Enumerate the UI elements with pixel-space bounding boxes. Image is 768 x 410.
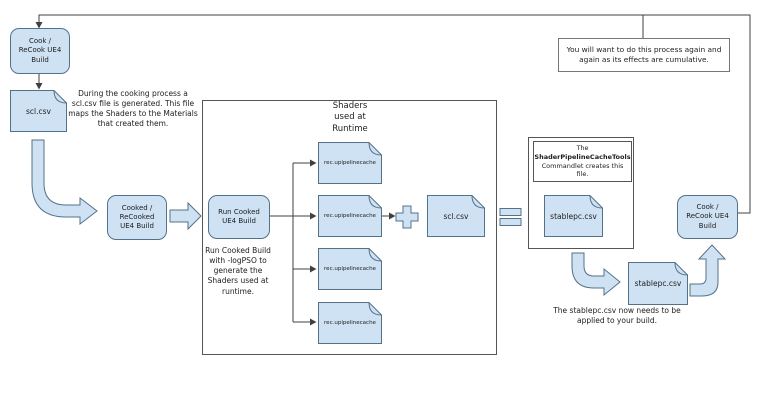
node-label: Cooked / ReCooked UE4 Build <box>119 203 155 231</box>
flow-arrow-frame-to-stablepc <box>571 252 621 297</box>
doc-label: rec.upipelinecache <box>324 160 376 166</box>
doc-label: rec.upipelinecache <box>324 266 376 272</box>
cooking-process-note: During the cooking process a scl.csv fil… <box>68 89 198 129</box>
doc-scl-csv-2: scl.csv <box>427 195 485 237</box>
document-shape <box>318 195 382 237</box>
doc-rec-upipelinecache-3: rec.upipelinecache <box>318 248 382 290</box>
node-label: Cook / ReCook UE4 Build <box>18 37 62 64</box>
node-run-cooked: Run Cooked UE4 Build <box>208 195 270 239</box>
doc-stablepc-csv-inner: stablepc.csv <box>544 195 603 237</box>
cumulative-note-box: You will want to do this process again a… <box>558 38 730 72</box>
flow-arrow-cooked-to-run <box>169 201 202 231</box>
apply-stablepc-note: The stablepc.csv now needs to be applied… <box>553 306 681 326</box>
node-cook-recook-right: Cook / ReCook UE4 Build <box>677 195 738 239</box>
document-shape <box>10 90 67 132</box>
note-line: The <box>576 144 589 153</box>
shaders-runtime-title: Shaders used at Runtime <box>332 101 368 134</box>
doc-label: scl.csv <box>26 106 51 116</box>
doc-stablepc-csv-outer: stablepc.csv <box>628 262 688 305</box>
note-bold: ShaderPipelineCacheTools <box>534 152 631 161</box>
cumulative-note-text: You will want to do this process again a… <box>566 44 722 64</box>
note-rest: Commandlet creates this file. <box>541 161 624 179</box>
flow-arrow-stablepc-to-cook <box>689 244 727 297</box>
document-shape <box>628 262 688 305</box>
document-shape <box>544 195 603 237</box>
flow-arrow-scl-to-cooked <box>31 139 98 226</box>
document-shape <box>318 302 382 344</box>
run-cooked-note: Run Cooked Build with -logPSO to generat… <box>205 246 271 296</box>
doc-label: scl.csv <box>443 211 469 221</box>
node-cook-recook-left: Cook / ReCook UE4 Build <box>10 28 70 74</box>
doc-label: stablepc.csv <box>634 279 682 288</box>
node-cooked-recooked: Cooked / ReCooked UE4 Build <box>107 195 167 240</box>
node-label: Run Cooked UE4 Build <box>218 207 260 225</box>
doc-label: rec.upipelinecache <box>324 213 376 219</box>
equals-icon <box>499 208 522 226</box>
document-shape <box>427 195 485 237</box>
doc-rec-upipelinecache-2: rec.upipelinecache <box>318 195 382 237</box>
shaderpipelinecachetools-note: The ShaderPipelineCacheTools Commandlet … <box>533 141 632 182</box>
document-shape <box>318 142 382 184</box>
doc-rec-upipelinecache-1: rec.upipelinecache <box>318 142 382 184</box>
doc-rec-upipelinecache-4: rec.upipelinecache <box>318 302 382 344</box>
cook-to-scl-arrowhead <box>35 83 43 90</box>
doc-label: rec.upipelinecache <box>324 320 376 326</box>
node-label: Cook / ReCook UE4 Build <box>686 203 729 230</box>
doc-scl-csv-1: scl.csv <box>10 90 67 132</box>
document-shape <box>318 248 382 290</box>
doc-label: stablepc.csv <box>550 211 597 221</box>
